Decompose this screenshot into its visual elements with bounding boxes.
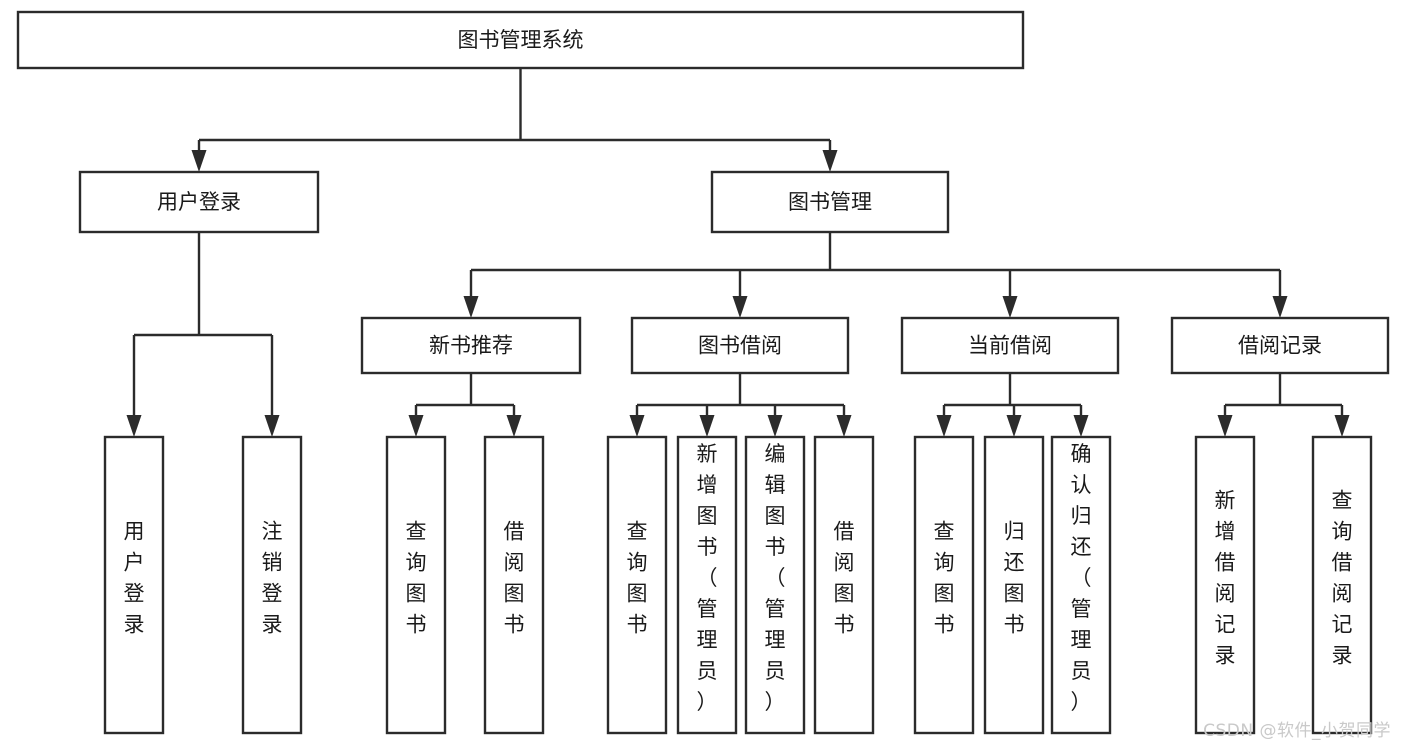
- arrow-head-icon: [936, 415, 952, 437]
- node-label: 用户登录: [124, 520, 145, 637]
- node-leaf-add-book[interactable]: 新增图书（管理员）: [676, 435, 738, 735]
- node-box: [630, 316, 850, 375]
- node-label: 图书管理系统: [458, 28, 584, 52]
- node-borrow-record[interactable]: 借阅记录: [1170, 316, 1390, 375]
- node-leaf-logout[interactable]: 注销登录: [241, 435, 303, 735]
- arrow-head-icon: [1217, 415, 1233, 437]
- node-box: [1170, 316, 1390, 375]
- node-box: [913, 435, 975, 735]
- arrow-head-icon: [126, 415, 142, 437]
- arrow-head-icon: [699, 415, 715, 437]
- node-label: 新书推荐: [429, 334, 513, 358]
- arrow-head-icon: [408, 415, 424, 437]
- node-leaf-user-login[interactable]: 用户登录: [103, 435, 165, 735]
- node-leaf-query-record[interactable]: 查询借阅记录: [1311, 435, 1373, 735]
- node-label: 新增借阅记录: [1215, 489, 1236, 668]
- node-box: [676, 435, 738, 735]
- arrow-head-icon: [732, 296, 748, 318]
- node-leaf-query-book-cur[interactable]: 查询图书: [913, 435, 975, 735]
- node-box: [16, 10, 1025, 70]
- node-box: [744, 435, 806, 735]
- node-box: [483, 435, 545, 735]
- arrow-head-icon: [1006, 415, 1022, 437]
- arrow-head-icon: [836, 415, 852, 437]
- node-label: 图书管理: [788, 190, 872, 214]
- node-root[interactable]: 图书管理系统: [16, 10, 1025, 70]
- node-label: 借阅图书: [504, 520, 525, 637]
- node-new-book-rec[interactable]: 新书推荐: [360, 316, 582, 375]
- node-box: [983, 435, 1045, 735]
- node-label: 新增图书（管理员）: [697, 442, 718, 714]
- node-label: 图书借阅: [698, 334, 782, 358]
- node-leaf-query-book[interactable]: 查询图书: [606, 435, 668, 735]
- node-box: [710, 170, 950, 234]
- node-box: [241, 435, 303, 735]
- node-box: [1050, 435, 1112, 735]
- arrow-head-icon: [1002, 296, 1018, 318]
- node-label: 编辑图书（管理员）: [765, 442, 786, 714]
- connector-layer: [126, 68, 1350, 437]
- arrow-head-icon: [191, 150, 207, 172]
- node-layer: 图书管理系统用户登录图书管理新书推荐图书借阅当前借阅借阅记录用户登录注销登录查询…: [16, 10, 1390, 735]
- arrow-head-icon: [506, 415, 522, 437]
- arrow-head-icon: [463, 296, 479, 318]
- node-box: [103, 435, 165, 735]
- node-box: [385, 435, 447, 735]
- node-box: [78, 170, 320, 234]
- node-box: [1311, 435, 1373, 735]
- node-box: [360, 316, 582, 375]
- node-label: 当前借阅: [968, 334, 1052, 358]
- node-leaf-borrow-book[interactable]: 借阅图书: [813, 435, 875, 735]
- arrow-head-icon: [629, 415, 645, 437]
- node-label: 查询图书: [406, 520, 427, 637]
- node-leaf-return-book[interactable]: 归还图书: [983, 435, 1045, 735]
- node-label: 用户登录: [157, 190, 241, 214]
- node-leaf-confirm-return[interactable]: 确认归还（管理员）: [1050, 435, 1112, 735]
- arrow-head-icon: [1272, 296, 1288, 318]
- node-leaf-borrow-book-rec[interactable]: 借阅图书: [483, 435, 545, 735]
- arrow-head-icon: [264, 415, 280, 437]
- node-book-borrow[interactable]: 图书借阅: [630, 316, 850, 375]
- node-leaf-edit-book[interactable]: 编辑图书（管理员）: [744, 435, 806, 735]
- node-box: [900, 316, 1120, 375]
- node-label: 查询图书: [627, 520, 648, 637]
- node-label: 借阅记录: [1238, 334, 1322, 358]
- node-label: 归还图书: [1004, 520, 1025, 637]
- node-label: 确认归还（管理员）: [1071, 442, 1092, 714]
- node-box: [813, 435, 875, 735]
- arrow-head-icon: [1334, 415, 1350, 437]
- node-label: 借阅图书: [834, 520, 855, 637]
- node-box: [1194, 435, 1256, 735]
- node-label: 查询借阅记录: [1332, 489, 1353, 668]
- arrow-head-icon: [822, 150, 838, 172]
- arrow-head-icon: [1073, 415, 1089, 437]
- node-current-borrow[interactable]: 当前借阅: [900, 316, 1120, 375]
- node-box: [606, 435, 668, 735]
- node-leaf-add-record[interactable]: 新增借阅记录: [1194, 435, 1256, 735]
- node-label: 注销登录: [262, 520, 283, 637]
- arrow-head-icon: [767, 415, 783, 437]
- node-leaf-query-book-rec[interactable]: 查询图书: [385, 435, 447, 735]
- node-user-login[interactable]: 用户登录: [78, 170, 320, 234]
- node-book-manage[interactable]: 图书管理: [710, 170, 950, 234]
- node-label: 查询图书: [934, 520, 955, 637]
